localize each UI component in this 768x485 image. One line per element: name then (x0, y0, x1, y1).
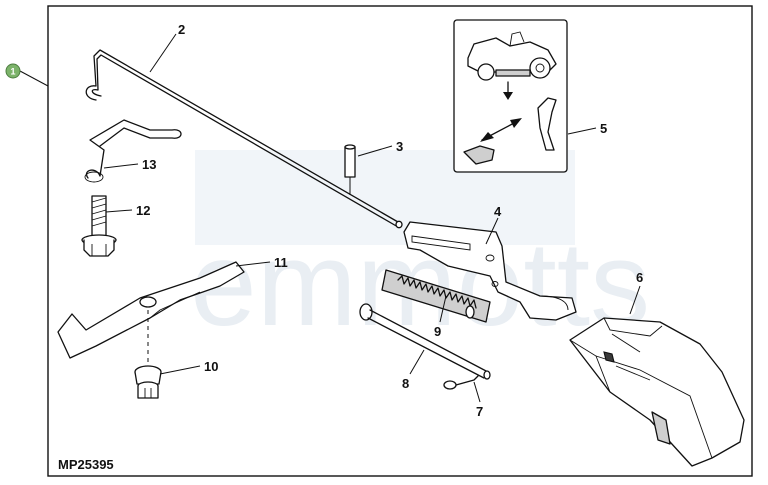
diagram-frame (47, 5, 753, 477)
callout-11: 11 (274, 255, 288, 270)
part-3-pin (344, 144, 356, 195)
part-9-spring (381, 269, 491, 323)
part-5-inset (453, 19, 568, 173)
part-4-bracket (403, 221, 577, 321)
part-11-blade (57, 261, 245, 366)
part-7-clip (443, 375, 479, 390)
callout-4: 4 (494, 204, 502, 219)
callout-12: 12 (136, 203, 150, 218)
callout-2: 2 (178, 22, 185, 37)
callout-8: 8 (402, 376, 409, 391)
reference-marker: 1 (5, 63, 49, 87)
part-13-spring-wire (84, 119, 182, 183)
part-12-bolt (81, 195, 117, 257)
callout-9: 9 (434, 324, 441, 339)
callouts: 2 3 4 5 6 7 8 9 10 11 12 13 (103, 22, 643, 419)
callout-13: 13 (142, 157, 156, 172)
svg-text:1: 1 (10, 67, 15, 77)
callout-3: 3 (396, 139, 403, 154)
callout-10: 10 (204, 359, 218, 374)
callout-7: 7 (476, 404, 483, 419)
part-10-adapter (134, 365, 162, 399)
callout-6: 6 (636, 270, 643, 285)
part-2-rod (85, 49, 403, 229)
diagram-code: MP25395 (58, 457, 114, 472)
part-8-pin-rod (359, 303, 491, 380)
callout-5: 5 (600, 121, 607, 136)
part-6-deflector (569, 317, 745, 467)
